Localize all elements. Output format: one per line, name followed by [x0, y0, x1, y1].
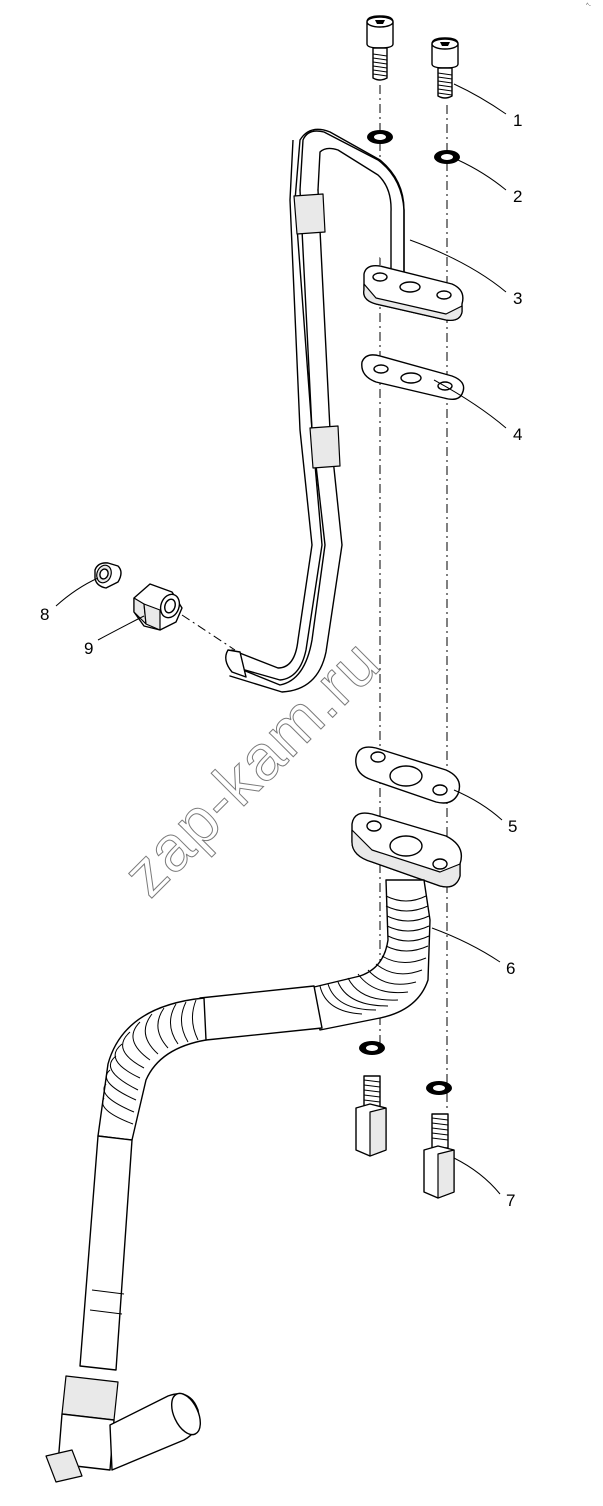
callout-6: 6 [506, 959, 515, 978]
callout-9: 9 [84, 639, 93, 658]
callout-1: 1 [513, 111, 522, 130]
corner-mark: ^- [586, 3, 591, 9]
stud-left [355, 1075, 387, 1157]
callout-7: 7 [506, 1191, 515, 1210]
gasket-top [361, 354, 465, 401]
oil-supply-pipe [225, 128, 464, 693]
callout-5: 5 [508, 817, 517, 836]
callout-3: 3 [513, 289, 522, 308]
oil-drain-hose [45, 812, 463, 1483]
callout-2: 2 [513, 187, 522, 206]
callout-8: 8 [40, 605, 49, 624]
union-nut [133, 583, 183, 631]
bolt-right [431, 37, 459, 99]
washer-bottom-left [359, 1041, 385, 1055]
gasket-bottom [355, 746, 461, 804]
washer-bottom-right [426, 1081, 452, 1095]
callout-4: 4 [513, 425, 522, 444]
washer-top-right [434, 150, 460, 164]
leader-lines [55, 83, 507, 1195]
stud-right [423, 1113, 455, 1199]
compression-sleeve [94, 562, 122, 589]
bolt-left [366, 15, 394, 81]
washer-top-left [367, 130, 393, 144]
